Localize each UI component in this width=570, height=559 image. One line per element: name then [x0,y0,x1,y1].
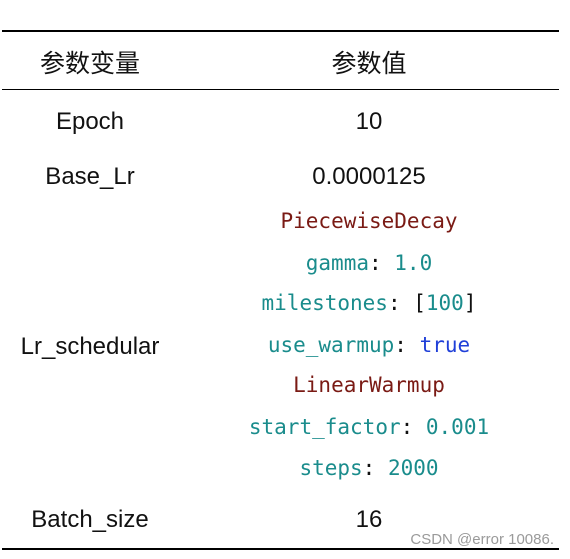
header-param-name: 参数变量 [39,49,141,78]
code-line-start-factor: start_factor: 0.001 [248,415,490,439]
code-line-linear-warmup: LinearWarmup [293,373,445,397]
row-batch-size-value: 16 [355,506,383,533]
table-top-rule [2,30,559,32]
table-header-rule [2,89,559,90]
row-base-lr-value: 0.0000125 [312,163,426,190]
row-epoch-value: 10 [355,108,383,135]
row-epoch-name: Epoch [55,108,125,135]
code-line-steps: steps: 2000 [299,456,439,480]
row-lr-schedular-name: Lr_schedular [20,333,160,360]
code-line-milestones: milestones: [100] [261,291,477,315]
table-bottom-rule [2,548,559,550]
row-batch-size-name: Batch_size [31,506,149,533]
code-line-piecewise: PiecewiseDecay [280,209,458,233]
watermark: CSDN @error 10086. [410,531,554,548]
header-param-value: 参数值 [331,49,407,78]
code-line-use-warmup: use_warmup: true [267,333,471,357]
row-base-lr-name: Base_Lr [45,163,135,190]
code-line-gamma: gamma: 1.0 [305,251,433,275]
